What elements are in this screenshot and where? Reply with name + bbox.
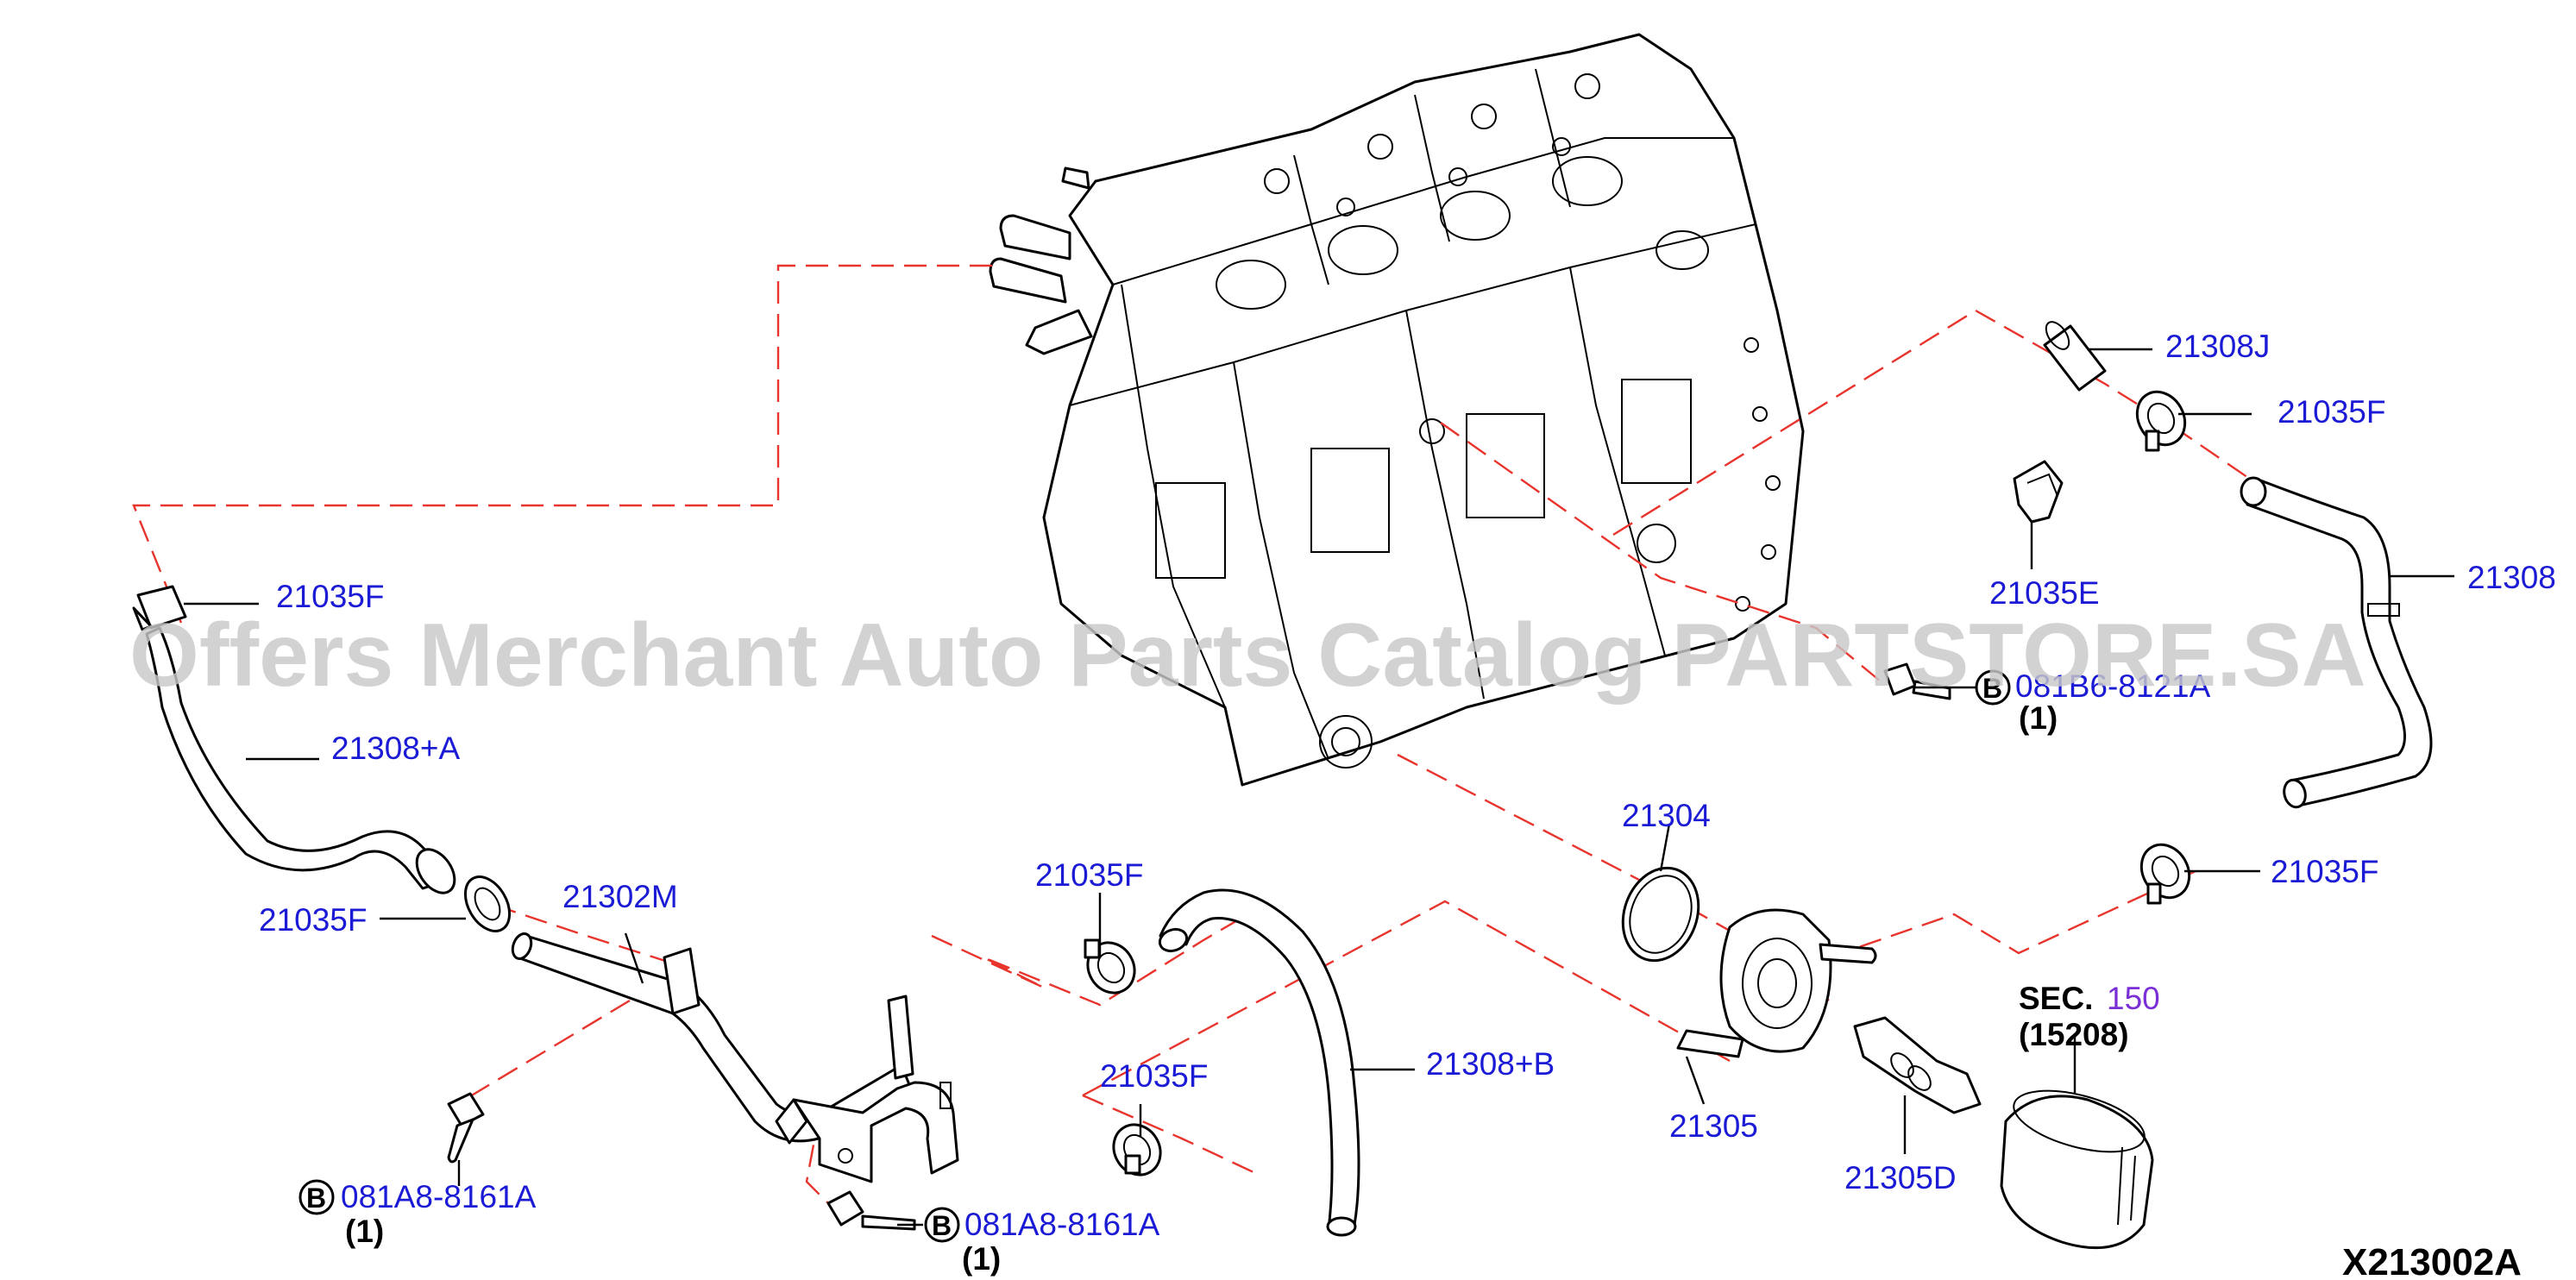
part-labels: 21035F 21308+A 21035F 21302M B 081A8-816…: [259, 329, 2556, 1280]
label-clamp-left-mid: 21035F: [259, 902, 368, 938]
oil-filter: [2000, 1089, 2154, 1250]
label-bracket-e: 21035E: [1989, 575, 2100, 611]
bolt-081a8-bottom: [826, 1190, 916, 1231]
label-oring: 21304: [1622, 798, 1711, 833]
label-pipe-305: 21305: [1669, 1108, 1758, 1144]
connector-21305d: [1853, 1016, 1982, 1114]
hose-21308-b: [1158, 888, 1360, 1237]
clamp-21035f-right-top: [2135, 390, 2187, 452]
clamp-21035f-left-mid: [463, 875, 512, 932]
hose-21308-a: [145, 626, 456, 894]
clamp-21035f-center-bottom: [1112, 1123, 1162, 1176]
label-filter-part: (15208): [2019, 1017, 2129, 1052]
label-hose-a: 21308+A: [331, 731, 460, 766]
label-connector-305d: 21305D: [1844, 1160, 1957, 1195]
hose-21308j: [2043, 321, 2107, 392]
label-sec-num: 150: [2107, 981, 2160, 1016]
label-bolt-right-qty: (1): [2019, 700, 2058, 736]
label-clamp-center-top: 21035F: [1035, 857, 1144, 893]
bolt-081a8-left: [447, 1092, 485, 1164]
label-bolt-bottom-qty: (1): [962, 1241, 1001, 1277]
oil-cooler: [1676, 908, 1877, 1058]
bolt-081b6-right: [1883, 662, 1951, 700]
watermark-text: Offers Merchant Auto Parts Catalog PARTS…: [129, 605, 2366, 706]
label-hose-right: 21308: [2467, 560, 2556, 595]
diagram-code: X213002A: [2342, 1241, 2522, 1280]
svg-text:B: B: [1982, 673, 2002, 704]
b-symbol-right: B: [1975, 669, 2011, 706]
clamp-21035f-center-top: [1084, 938, 1136, 995]
label-bolt-left: 081A8-8161A: [341, 1179, 537, 1214]
label-hose-j: 21308J: [2165, 329, 2270, 364]
engine-block: [989, 33, 1805, 787]
label-bolt-bottom: 081A8-8161A: [964, 1207, 1160, 1242]
hose-21308: [2240, 476, 2433, 809]
label-clamp-right-top: 21035F: [2278, 394, 2386, 430]
bracket-21035e: [2013, 460, 2064, 524]
svg-text:B: B: [306, 1183, 326, 1214]
label-clamp-top-left: 21035F: [276, 579, 385, 614]
oring-21304: [1621, 866, 1700, 963]
b-symbol-bottom: B: [924, 1207, 960, 1243]
svg-text:B: B: [932, 1210, 952, 1241]
label-clamp-center-bottom: 21035F: [1100, 1058, 1209, 1094]
label-bolt-right: 081B6-8121A: [2015, 668, 2211, 704]
label-clamp-right-bottom: 21035F: [2271, 854, 2379, 889]
leader-lines: [184, 348, 2454, 1227]
b-symbol-left: B: [298, 1179, 335, 1215]
label-bolt-left-qty: (1): [345, 1214, 384, 1249]
label-sec-prefix: SEC.: [2019, 981, 2093, 1016]
clamp-21035f-top-left: [132, 585, 187, 631]
clamp-21035f-right-bottom: [2139, 843, 2191, 905]
pipe-21302m: [511, 932, 959, 1183]
label-hose-b: 21308+B: [1426, 1046, 1555, 1082]
label-pipe-m: 21302M: [562, 879, 678, 914]
